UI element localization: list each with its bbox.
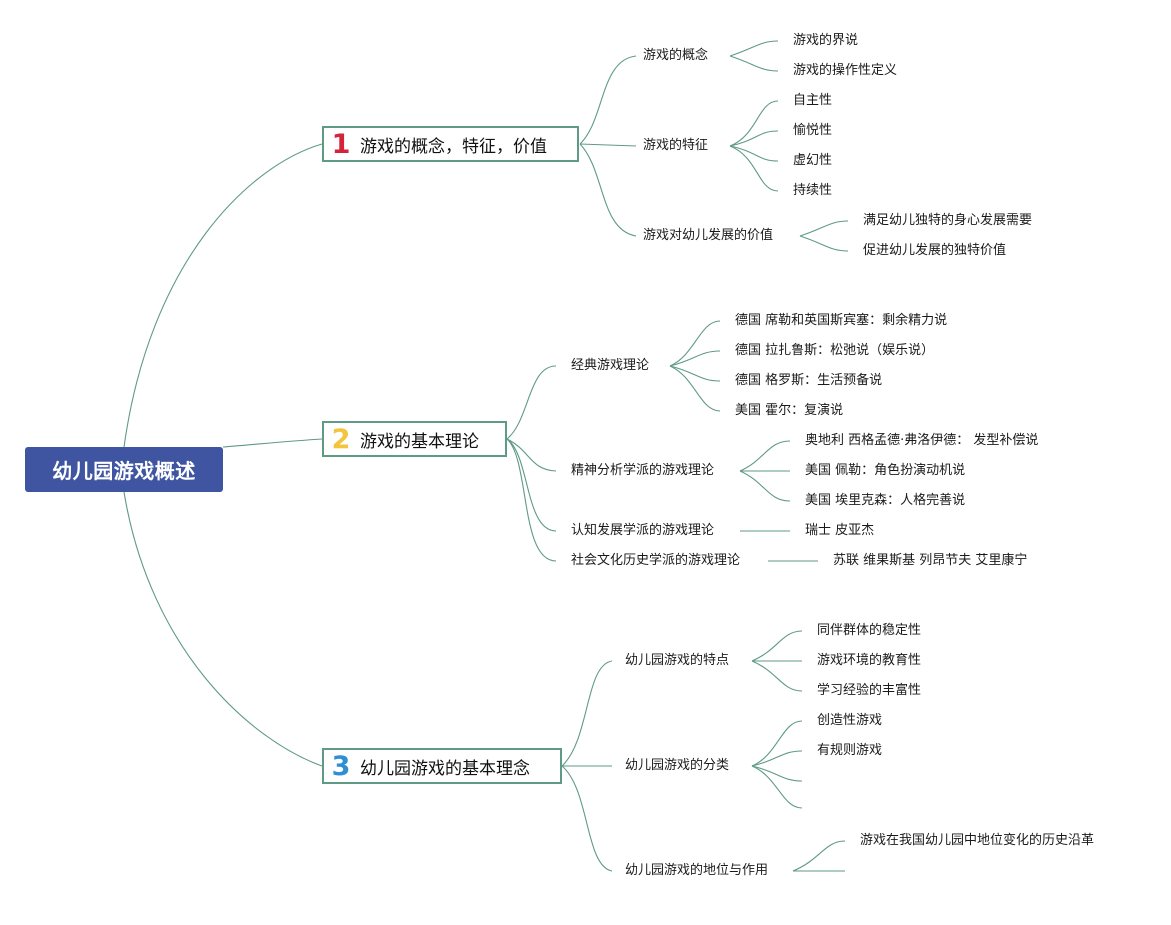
- leaf-node[interactable]: 美国 埃里克森：人格完善说: [805, 493, 966, 508]
- connector-b3-c1-i1: [751, 630, 803, 662]
- leaf-node[interactable]: 美国 霍尔：复演说: [735, 403, 844, 418]
- connector-b3-c3-i1: [792, 840, 846, 872]
- leaf-node[interactable]: 学习经验的丰富性: [817, 683, 922, 698]
- connector-b1-c3-i1: [799, 220, 849, 237]
- subtopic-status-role[interactable]: 幼儿园游戏的地位与作用: [625, 863, 769, 878]
- connector-b2-c1-i3: [669, 365, 721, 382]
- connector-b3-c2-i1: [751, 720, 803, 767]
- connector-b1-c2: [579, 143, 637, 147]
- connector-b1-c1: [579, 55, 637, 145]
- leaf-node[interactable]: 德国 拉扎鲁斯：松弛说（娱乐说）: [735, 343, 935, 358]
- connector-b3-c2-i2: [751, 750, 803, 767]
- connector-b2-c1-i4: [669, 365, 721, 412]
- leaf-node[interactable]: 自主性: [793, 93, 833, 108]
- root-node[interactable]: 幼儿园游戏概述: [25, 447, 223, 492]
- leaf-node[interactable]: 奥地利 西格孟德·弗洛伊德： 发型补偿说: [805, 433, 1039, 448]
- leaf-node[interactable]: 德国 格罗斯：生活预备说: [735, 373, 883, 388]
- connector-root-branch-1: [123, 143, 323, 448]
- connector-b2-c1-i2: [669, 350, 721, 367]
- leaf-node[interactable]: 游戏在我国幼儿园中地位变化的历史沿革: [860, 833, 1095, 848]
- connector-b2-c2-i1: [739, 440, 791, 472]
- connector-b1-c1-i2: [729, 55, 779, 72]
- connector-b3-c3: [561, 765, 613, 872]
- subtopic-features[interactable]: 游戏的特征: [643, 138, 709, 153]
- subtopic-cognitive-theory[interactable]: 认知发展学派的游戏理论: [571, 523, 715, 538]
- connector-b3-c2-i4: [751, 765, 803, 809]
- leaf-node[interactable]: 有规则游戏: [817, 743, 883, 758]
- connector-b2-c1-i1: [669, 320, 721, 367]
- leaf-node[interactable]: 游戏的界说: [793, 33, 859, 48]
- subtopic-kindergarten-features[interactable]: 幼儿园游戏的特点: [625, 653, 730, 668]
- subtopic-classification[interactable]: 幼儿园游戏的分类: [625, 758, 730, 773]
- leaf-node[interactable]: 满足幼儿独特的身心发展需要: [863, 213, 1033, 228]
- leaf-node[interactable]: 德国 席勒和英国斯宾塞：剩余精力说: [735, 313, 948, 328]
- connector-b2-c1: [506, 365, 557, 440]
- leaf-node[interactable]: 创造性游戏: [817, 713, 883, 728]
- connector-b1-c3-i2: [799, 235, 849, 252]
- connector-b1-c2-i3: [729, 145, 779, 162]
- connector-b1-c3: [579, 143, 637, 237]
- connector-root-branch-2: [222, 438, 323, 448]
- connector-b1-c2-i1: [729, 100, 779, 147]
- leaf-node[interactable]: 促进幼儿发展的独特价值: [863, 243, 1007, 258]
- leaf-node[interactable]: 愉悦性: [793, 123, 833, 138]
- subtopic-value[interactable]: 游戏对幼儿发展的价值: [643, 228, 774, 243]
- connector-b2-c2: [506, 438, 557, 472]
- main-topic-3[interactable]: 3 幼儿园游戏的基本理念: [322, 748, 562, 784]
- root-label: 幼儿园游戏概述: [52, 459, 196, 483]
- connector-b2-c2-i3: [739, 470, 791, 502]
- leaf-node[interactable]: 瑞士 皮亚杰: [805, 523, 875, 538]
- connector-b3-c1-i3: [751, 660, 803, 692]
- connector-b1-c1-i1: [729, 40, 779, 57]
- main-topic-1[interactable]: 1 游戏的概念，特征，价值: [322, 126, 579, 162]
- connector-b1-c2-i4: [729, 145, 779, 192]
- leaf-node[interactable]: 持续性: [793, 183, 833, 198]
- connector-b1-c2-i2: [729, 130, 779, 147]
- main-topic-label: 幼儿园游戏的基本理念: [360, 758, 530, 779]
- leaf-node[interactable]: 同伴群体的稳定性: [817, 623, 922, 638]
- connector-b2-c4: [506, 438, 557, 562]
- subtopic-psychoanalytic-theory[interactable]: 精神分析学派的游戏理论: [571, 463, 715, 478]
- connector-root-branch-3: [123, 491, 323, 767]
- connector-b2-c3: [506, 438, 557, 532]
- subtopic-classic-theory[interactable]: 经典游戏理论: [571, 358, 650, 373]
- main-topic-label: 游戏的基本理论: [360, 431, 479, 452]
- leaf-node[interactable]: 游戏环境的教育性: [817, 653, 922, 668]
- subtopic-sociocultural-theory[interactable]: 社会文化历史学派的游戏理论: [571, 553, 741, 568]
- main-topic-2[interactable]: 2 游戏的基本理论: [322, 421, 507, 457]
- connector-b3-c1: [561, 660, 613, 767]
- number-2-badge: 2: [331, 423, 351, 455]
- main-topic-label: 游戏的概念，特征，价值: [360, 136, 547, 157]
- leaf-node[interactable]: 虚幻性: [793, 153, 833, 168]
- connector-b3-c2-i3: [751, 765, 803, 782]
- leaf-node[interactable]: 美国 佩勒：角色扮演动机说: [805, 463, 966, 478]
- number-1-badge: 1: [331, 128, 351, 160]
- leaf-node[interactable]: 游戏的操作性定义: [793, 63, 898, 78]
- number-3-badge: 3: [331, 750, 351, 782]
- leaf-node[interactable]: 苏联 维果斯基 列昂节夫 艾里康宁: [833, 553, 1028, 568]
- subtopic-concept[interactable]: 游戏的概念: [643, 48, 709, 63]
